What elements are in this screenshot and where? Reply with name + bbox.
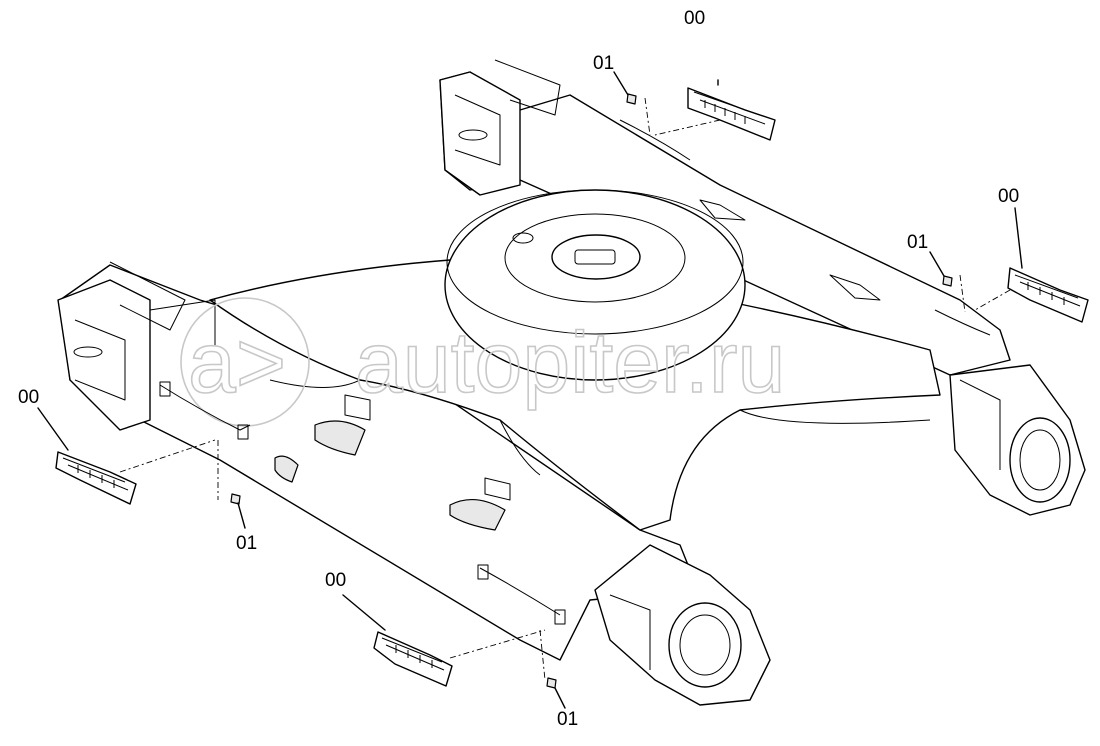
idler-bracket-bottom	[594, 544, 771, 706]
step-bottom-label: 00	[325, 570, 346, 591]
step-bottom	[342, 594, 546, 687]
bolt-bottom	[546, 677, 566, 709]
swing-bearing-ring	[444, 189, 746, 381]
bolt-right	[929, 251, 953, 287]
step-right	[959, 207, 1089, 323]
watermark: a> autopiter.ru	[180, 297, 786, 427]
bolt-left-label: 01	[236, 533, 257, 554]
bolt-top-right-label: 01	[593, 53, 614, 74]
callout-labels: 00 01 00 01 00 01 00 01	[18, 8, 1019, 730]
step-top-right-label: 00	[684, 8, 705, 29]
step-left	[37, 407, 219, 505]
watermark-text: autopiter.ru	[355, 315, 785, 411]
watermark-logo: a>	[188, 315, 286, 411]
bolt-bottom-label: 01	[557, 709, 578, 730]
step-right-label: 00	[998, 186, 1019, 207]
step-top-right	[644, 79, 776, 141]
frame-end-front-left	[57, 261, 216, 431]
hose-clamps	[159, 119, 991, 625]
frame-end-rear-left	[439, 59, 561, 196]
frame-holes	[274, 199, 881, 531]
idler-bracket-right	[949, 364, 1086, 516]
bolt-right-label: 01	[907, 232, 928, 253]
bolt-left	[230, 493, 246, 529]
step-left-label: 00	[18, 387, 39, 408]
bolt-top-right	[613, 71, 637, 105]
